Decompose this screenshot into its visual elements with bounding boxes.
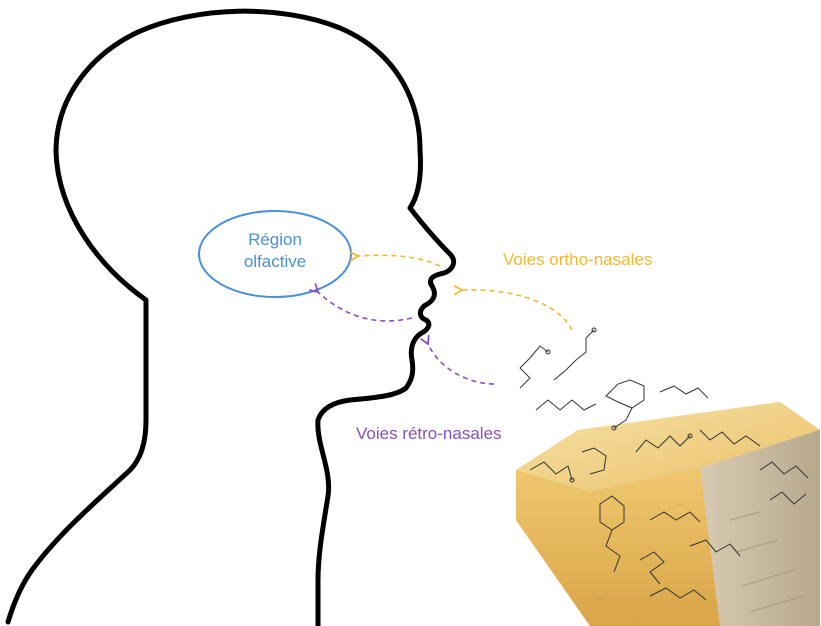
region-label-line2: olfactive <box>200 251 350 273</box>
ortho-arrow-to-region <box>358 255 440 266</box>
olfactory-region-label: Région olfactive <box>200 229 350 273</box>
region-label-line1: Région <box>200 229 350 251</box>
retro-nasal-label: Voies rétro-nasales <box>356 424 502 444</box>
ortho-arrow-from-molecules <box>462 290 572 330</box>
retro-arrow-from-molecules <box>428 344 494 384</box>
ortho-nasal-label: Voies ortho-nasales <box>503 250 652 270</box>
cheese-icon <box>516 402 820 626</box>
head-silhouette-icon <box>8 11 454 626</box>
retro-arrow-to-region <box>318 292 412 321</box>
